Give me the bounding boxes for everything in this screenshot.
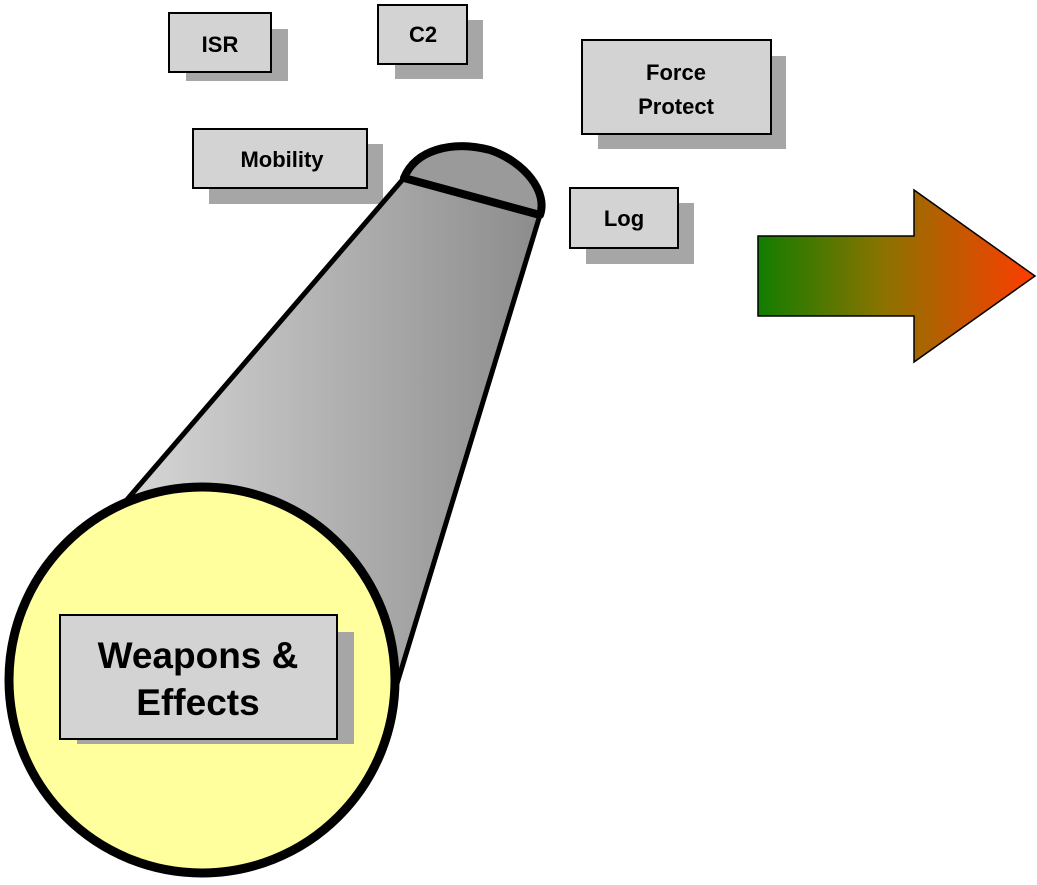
weapons-effects-box-face <box>59 614 338 740</box>
log-box: Log <box>569 187 694 264</box>
isr-box-face <box>168 12 272 73</box>
force-protect-box: Force Protect <box>581 39 786 149</box>
c2-box: C2 <box>377 4 483 79</box>
progress-arrow <box>757 188 1037 364</box>
log-box-face <box>569 187 679 249</box>
force-protect-label-line2: Protect <box>638 94 714 119</box>
mobility-box-face <box>192 128 368 189</box>
force-protect-box-face <box>581 39 772 135</box>
log-label: Log <box>604 206 644 231</box>
mobility-box: Mobility <box>192 128 383 204</box>
force-protect-label-line1: Force <box>646 60 706 85</box>
c2-box-face <box>377 4 468 65</box>
tube-far-end <box>400 142 546 219</box>
weapons-effects-label-line2: Effects <box>136 682 259 723</box>
isr-box: ISR <box>168 12 288 81</box>
weapons-effects-label-line1: Weapons & <box>98 635 299 676</box>
c2-label: C2 <box>409 22 437 47</box>
weapons-effects-box: Weapons & Effects <box>59 614 354 744</box>
isr-label: ISR <box>202 32 239 57</box>
capability-tube <box>4 142 546 878</box>
mobility-label: Mobility <box>240 147 324 172</box>
